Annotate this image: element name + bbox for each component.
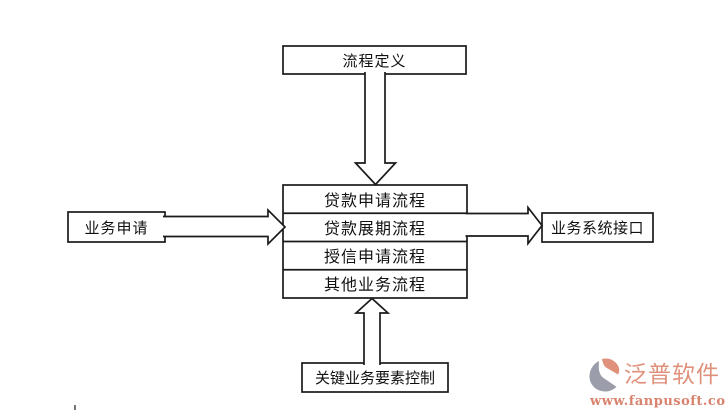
business-request-box <box>67 211 166 243</box>
stack-row-loan-extension: 贷款展期流程 <box>323 219 426 238</box>
stack-row-credit-application: 授信申请流程 <box>323 247 426 266</box>
system-interface-label: 业务系统接口 <box>550 219 644 237</box>
fanpu-logo-url: www.fanpusoft.com <box>590 394 725 409</box>
stack-row-other-business: 其他业务流程 <box>323 275 426 294</box>
fanpu-logo: 泛普软件 <box>588 357 720 393</box>
stray-mark <box>74 405 76 410</box>
key-elements-control-label: 关键业务要素控制 <box>314 369 435 387</box>
system-interface-box <box>541 212 654 243</box>
fanpu-logo-icon <box>589 358 620 392</box>
business-request-label: 业务申请 <box>84 218 149 237</box>
arrow-right-from-business-request-icon <box>163 207 287 247</box>
fanpu-logo-text: 泛普软件 <box>624 362 720 388</box>
arrow-right-to-system-interface-icon <box>465 205 544 246</box>
stack-row-loan-application: 贷款申请流程 <box>323 191 426 210</box>
arrow-down-icon <box>353 72 398 186</box>
arrow-up-icon <box>353 297 391 365</box>
process-definition-label: 流程定义 <box>342 51 407 70</box>
process-definition-box <box>282 45 467 75</box>
